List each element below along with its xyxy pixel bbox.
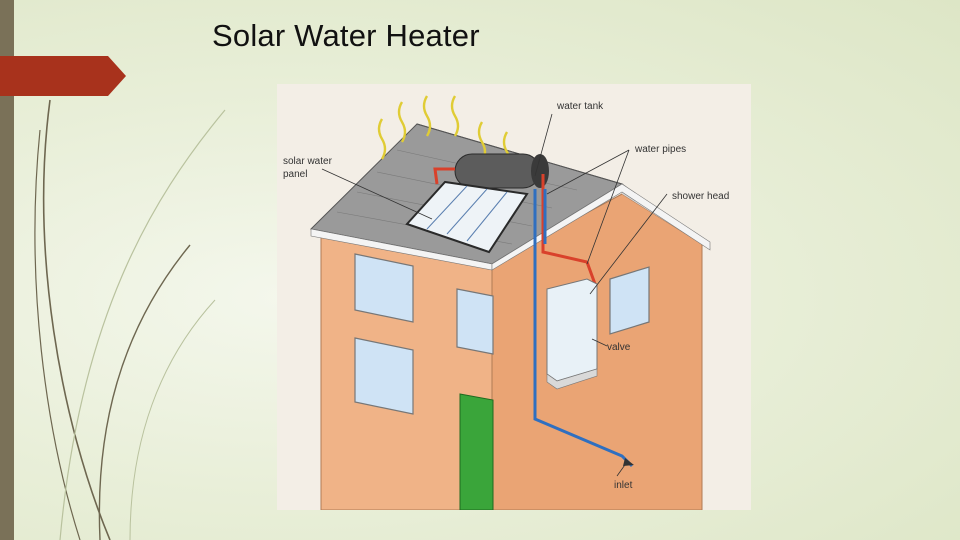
heat-waves <box>377 95 512 173</box>
label-inlet: inlet <box>614 480 633 491</box>
side-windows <box>609 266 650 335</box>
label-shower-head: shower head <box>672 191 729 202</box>
solar-water-heater-diagram: water tank water pipes solar water panel… <box>277 84 751 510</box>
label-solar-panel-line1: solar water <box>283 156 333 167</box>
label-solar-panel-line2: panel <box>283 169 307 180</box>
left-accent-bar <box>0 0 14 540</box>
label-water-pipes: water pipes <box>634 144 686 155</box>
slide-title: Solar Water Heater <box>212 18 480 53</box>
shower-enclosure <box>546 278 598 390</box>
label-water-tank: water tank <box>556 101 604 112</box>
accent-arrow-banner <box>0 56 126 96</box>
decorative-curves <box>34 99 226 540</box>
front-windows <box>354 253 494 415</box>
water-tank <box>454 153 549 189</box>
front-door <box>459 393 494 510</box>
label-valve: valve <box>607 342 631 353</box>
solar-water-panel <box>405 180 529 254</box>
